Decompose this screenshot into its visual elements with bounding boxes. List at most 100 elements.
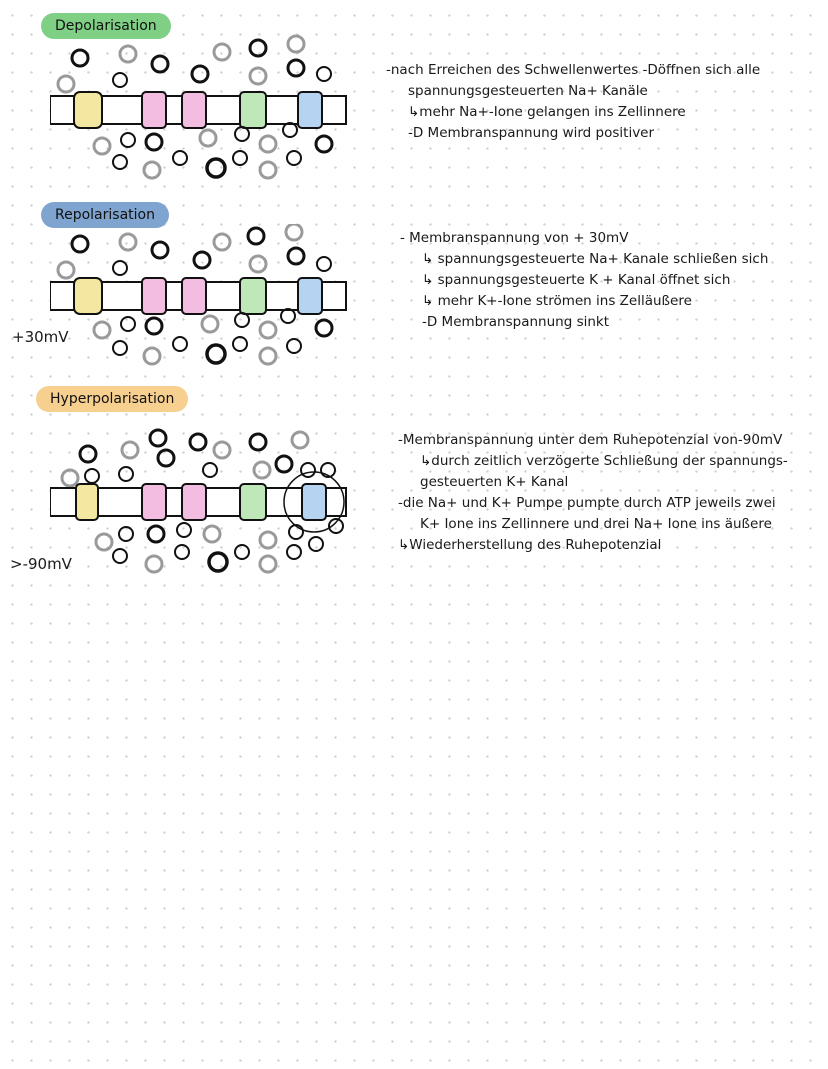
ion-black: [205, 343, 227, 365]
note-line: ↳ spannungsgesteuerte K + Kanal öffnet s…: [422, 272, 731, 288]
ion-grey: [200, 314, 220, 334]
ion-black: [246, 226, 266, 246]
ion-black: [150, 240, 170, 260]
ion-black: [232, 336, 248, 352]
ion-black: [207, 551, 229, 573]
notes-depolarisation: -nach Erreichen des Schwellenwertes -Döf…: [386, 60, 760, 144]
ion-black: [70, 234, 90, 254]
membrane-diagram-repolarisation: [50, 224, 347, 366]
ion-black: [286, 544, 302, 560]
ion-grey: [248, 254, 268, 274]
ion-black: [172, 150, 188, 166]
ion-black: [286, 246, 306, 266]
title-hyperpolarisation: Hyperpolarisation: [36, 386, 189, 412]
ion-black: [314, 134, 334, 154]
ion-black: [156, 448, 176, 468]
membrane-diagram-depolarisation: [50, 34, 347, 180]
note-line: ↳durch zeitlich verzögerte Schließung de…: [420, 453, 788, 469]
ion-black: [286, 58, 306, 78]
channel-green: [239, 91, 267, 129]
ion-black: [248, 432, 268, 452]
ion-black: [118, 526, 134, 542]
ions-outside: [60, 428, 336, 488]
ion-black: [112, 548, 128, 564]
ion-black: [112, 260, 128, 276]
notes-hyperpolarisation: -Membranspannung unter dem Ruhepotenzial…: [398, 430, 788, 556]
ion-grey: [252, 460, 272, 480]
note-line: -nach Erreichen des Schwellenwertes -Döf…: [386, 62, 761, 78]
ion-black: [280, 308, 296, 324]
channel-blue: [301, 483, 327, 521]
channel-green: [239, 483, 267, 521]
ion-grey: [258, 346, 278, 366]
ion-grey: [248, 66, 268, 86]
note-line: ↳ spannungsgesteuerte Na+ Kanale schließ…: [422, 251, 769, 267]
ion-black: [148, 428, 168, 448]
note-line: -die Na+ und K+ Pumpe pumpte durch ATP j…: [398, 495, 776, 511]
ions-inside: [92, 122, 334, 180]
ion-grey: [286, 34, 306, 54]
note-line: ↳mehr Na+-Ione gelangen ins Zellinnere: [408, 104, 686, 120]
ion-black: [286, 338, 302, 354]
channel-pink: [181, 91, 207, 129]
ion-black: [274, 454, 294, 474]
ion-black: [190, 64, 210, 84]
channel-blue: [297, 91, 323, 129]
voltage-label-hyperpolarisation: >-90mV: [10, 555, 72, 573]
ion-grey: [56, 260, 76, 280]
note-line: -Membranspannung unter dem Ruhepotenzial…: [398, 432, 783, 448]
ions-outside: [56, 224, 332, 280]
note-line: -D Membranspannung wird positiver: [408, 125, 655, 141]
ion-black: [176, 522, 192, 538]
channel-pink: [181, 277, 207, 315]
note-line: - Membranspannung von + 30mV: [400, 230, 629, 246]
ion-grey: [118, 232, 138, 252]
voltage-label-repolarisation: +30mV: [12, 328, 69, 346]
ion-grey: [202, 524, 222, 544]
note-line: gesteuerten K+ Kanal: [420, 474, 569, 490]
ion-grey: [258, 160, 278, 180]
channel-blue: [297, 277, 323, 315]
ions-inside: [92, 308, 334, 366]
notes-repolarisation: - Membranspannung von + 30mV ↳ spannungs…: [400, 228, 768, 333]
ion-black: [234, 126, 250, 142]
ion-grey: [212, 440, 232, 460]
ion-black: [78, 444, 98, 464]
ion-black: [288, 524, 304, 540]
channel-pink: [181, 483, 207, 521]
ion-black: [120, 132, 136, 148]
ion-grey: [142, 160, 162, 180]
ion-grey: [60, 468, 80, 488]
ion-black: [316, 66, 332, 82]
ion-black: [172, 336, 188, 352]
ion-black: [118, 466, 134, 482]
note-line: ↳ mehr K+-Ione strömen ins Zelläußere: [422, 293, 692, 309]
ion-black: [202, 462, 218, 478]
ion-black: [120, 316, 136, 332]
ion-black: [150, 54, 170, 74]
ion-black: [308, 536, 324, 552]
ion-black: [192, 250, 212, 270]
membrane: [50, 277, 347, 315]
note-line: spannungsgesteuerten Na+ Kanäle: [408, 83, 648, 99]
ion-grey: [258, 554, 278, 574]
channel-yellow: [75, 483, 99, 521]
ion-grey: [92, 136, 112, 156]
ion-grey: [258, 530, 278, 550]
ion-black: [314, 318, 334, 338]
ion-black: [234, 544, 250, 560]
ion-black: [188, 432, 208, 452]
ion-black: [316, 256, 332, 272]
channel-yellow: [73, 91, 103, 129]
ion-black: [144, 316, 164, 336]
ion-black: [112, 72, 128, 88]
membrane-diagram-hyperpolarisation: [50, 428, 347, 574]
ion-black: [146, 524, 166, 544]
channel-pink: [141, 483, 167, 521]
note-line: -D Membranspannung sinkt: [422, 314, 610, 330]
ion-black: [300, 462, 316, 478]
title-repolarisation: Repolarisation: [41, 202, 169, 228]
ion-black: [248, 38, 268, 58]
ion-black: [84, 468, 100, 484]
pump-cycle-arrow: [283, 471, 345, 533]
